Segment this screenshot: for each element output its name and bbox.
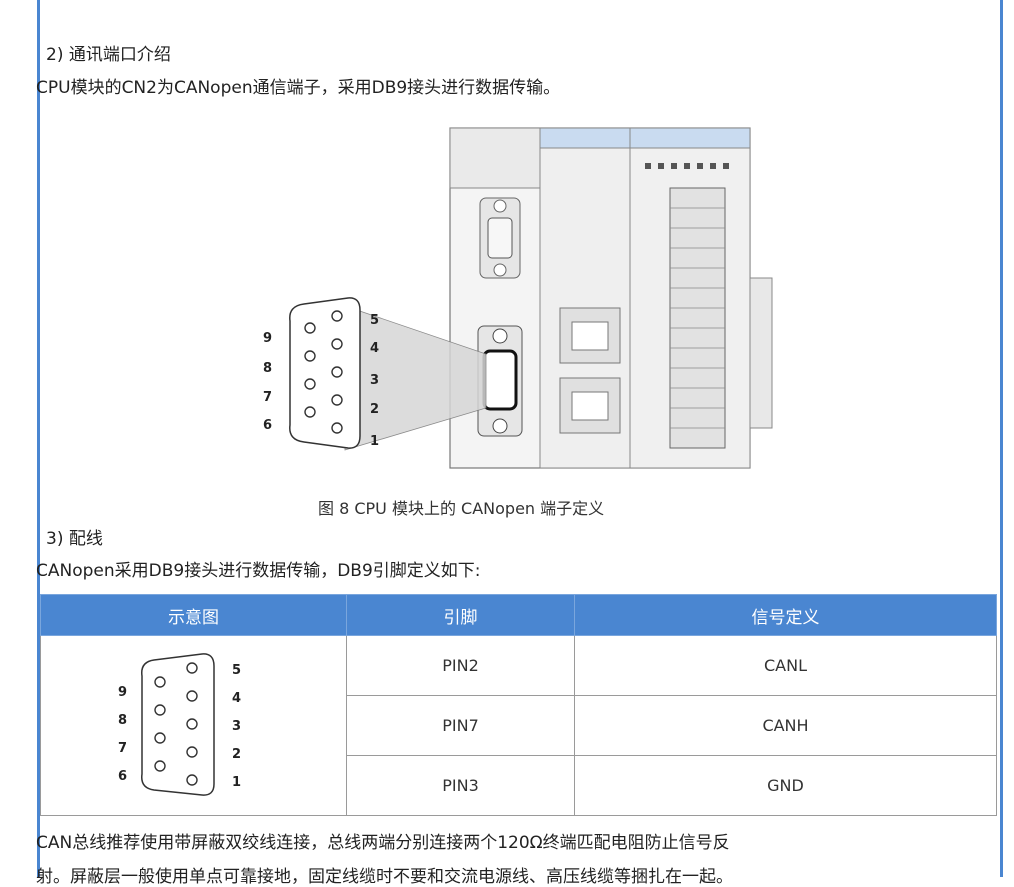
wiring-section-desc: CANopen采用DB9接头进行数据传输，DB9引脚定义如下: bbox=[36, 561, 481, 581]
page-frame bbox=[37, 0, 1003, 877]
tbl-pin-1: 1 bbox=[232, 775, 241, 790]
header-signal: 信号定义 bbox=[574, 594, 997, 636]
tbl-pin-7: 7 bbox=[118, 741, 127, 756]
table-row: PIN3 GND bbox=[41, 755, 997, 816]
fig-pin-4: 4 bbox=[370, 341, 379, 356]
tbl-pin-9: 9 bbox=[118, 685, 127, 700]
comm-section-title: 2) 通讯端口介绍 bbox=[46, 45, 171, 65]
footer-text-line2: 射。屏蔽层一般使用单点可靠接地，固定线缆时不要和交流电源线、高压线缆等捆扎在一起… bbox=[36, 867, 733, 887]
tbl-pin-2: 2 bbox=[232, 747, 241, 762]
fig-pin-7: 7 bbox=[263, 390, 272, 405]
pin-cell: PIN7 bbox=[346, 695, 575, 756]
signal-cell: GND bbox=[574, 755, 997, 816]
fig-pin-2: 2 bbox=[370, 402, 379, 417]
table-header-row: 示意图 引脚 信号定义 bbox=[40, 594, 997, 636]
fig-pin-8: 8 bbox=[263, 361, 272, 376]
header-pin: 引脚 bbox=[346, 594, 575, 636]
signal-cell: CANH bbox=[574, 695, 997, 756]
db9-pin-table: 示意图 引脚 信号定义 9 8 7 6 5 4 bbox=[40, 594, 997, 816]
wiring-section-title: 3) 配线 bbox=[46, 529, 103, 549]
footer-text-line1: CAN总线推荐使用带屏蔽双绞线连接，总线两端分别连接两个120Ω终端匹配电阻防止… bbox=[36, 833, 730, 853]
fig-pin-9: 9 bbox=[263, 331, 272, 346]
figure-caption: 图 8 CPU 模块上的 CANopen 端子定义 bbox=[318, 499, 605, 518]
tbl-pin-5: 5 bbox=[232, 663, 241, 678]
fig-pin-3: 3 bbox=[370, 373, 379, 388]
tbl-pin-6: 6 bbox=[118, 769, 127, 784]
fig-pin-1: 1 bbox=[370, 434, 379, 449]
fig-pin-6: 6 bbox=[263, 418, 272, 433]
table-row: PIN7 CANH bbox=[41, 695, 997, 756]
signal-cell: CANL bbox=[574, 635, 997, 696]
tbl-pin-3: 3 bbox=[232, 719, 241, 734]
table-row: 9 8 7 6 5 4 3 2 1 PIN2 CANL bbox=[40, 635, 997, 816]
tbl-pin-4: 4 bbox=[232, 691, 241, 706]
header-diagram: 示意图 bbox=[40, 594, 347, 636]
pin-cell: PIN2 bbox=[346, 635, 575, 696]
diagram-cell: 9 8 7 6 5 4 3 2 1 bbox=[40, 635, 347, 816]
comm-section-desc: CPU模块的CN2为CANopen通信端子，采用DB9接头进行数据传输。 bbox=[36, 78, 561, 98]
pin-cell: PIN3 bbox=[346, 755, 575, 816]
fig-pin-5: 5 bbox=[370, 313, 379, 328]
db9-diagram: 9 8 7 6 5 4 3 2 1 bbox=[118, 652, 241, 796]
cpu-module-figure: 9 8 7 6 5 4 3 2 1 bbox=[263, 127, 773, 469]
tbl-pin-8: 8 bbox=[118, 713, 127, 728]
